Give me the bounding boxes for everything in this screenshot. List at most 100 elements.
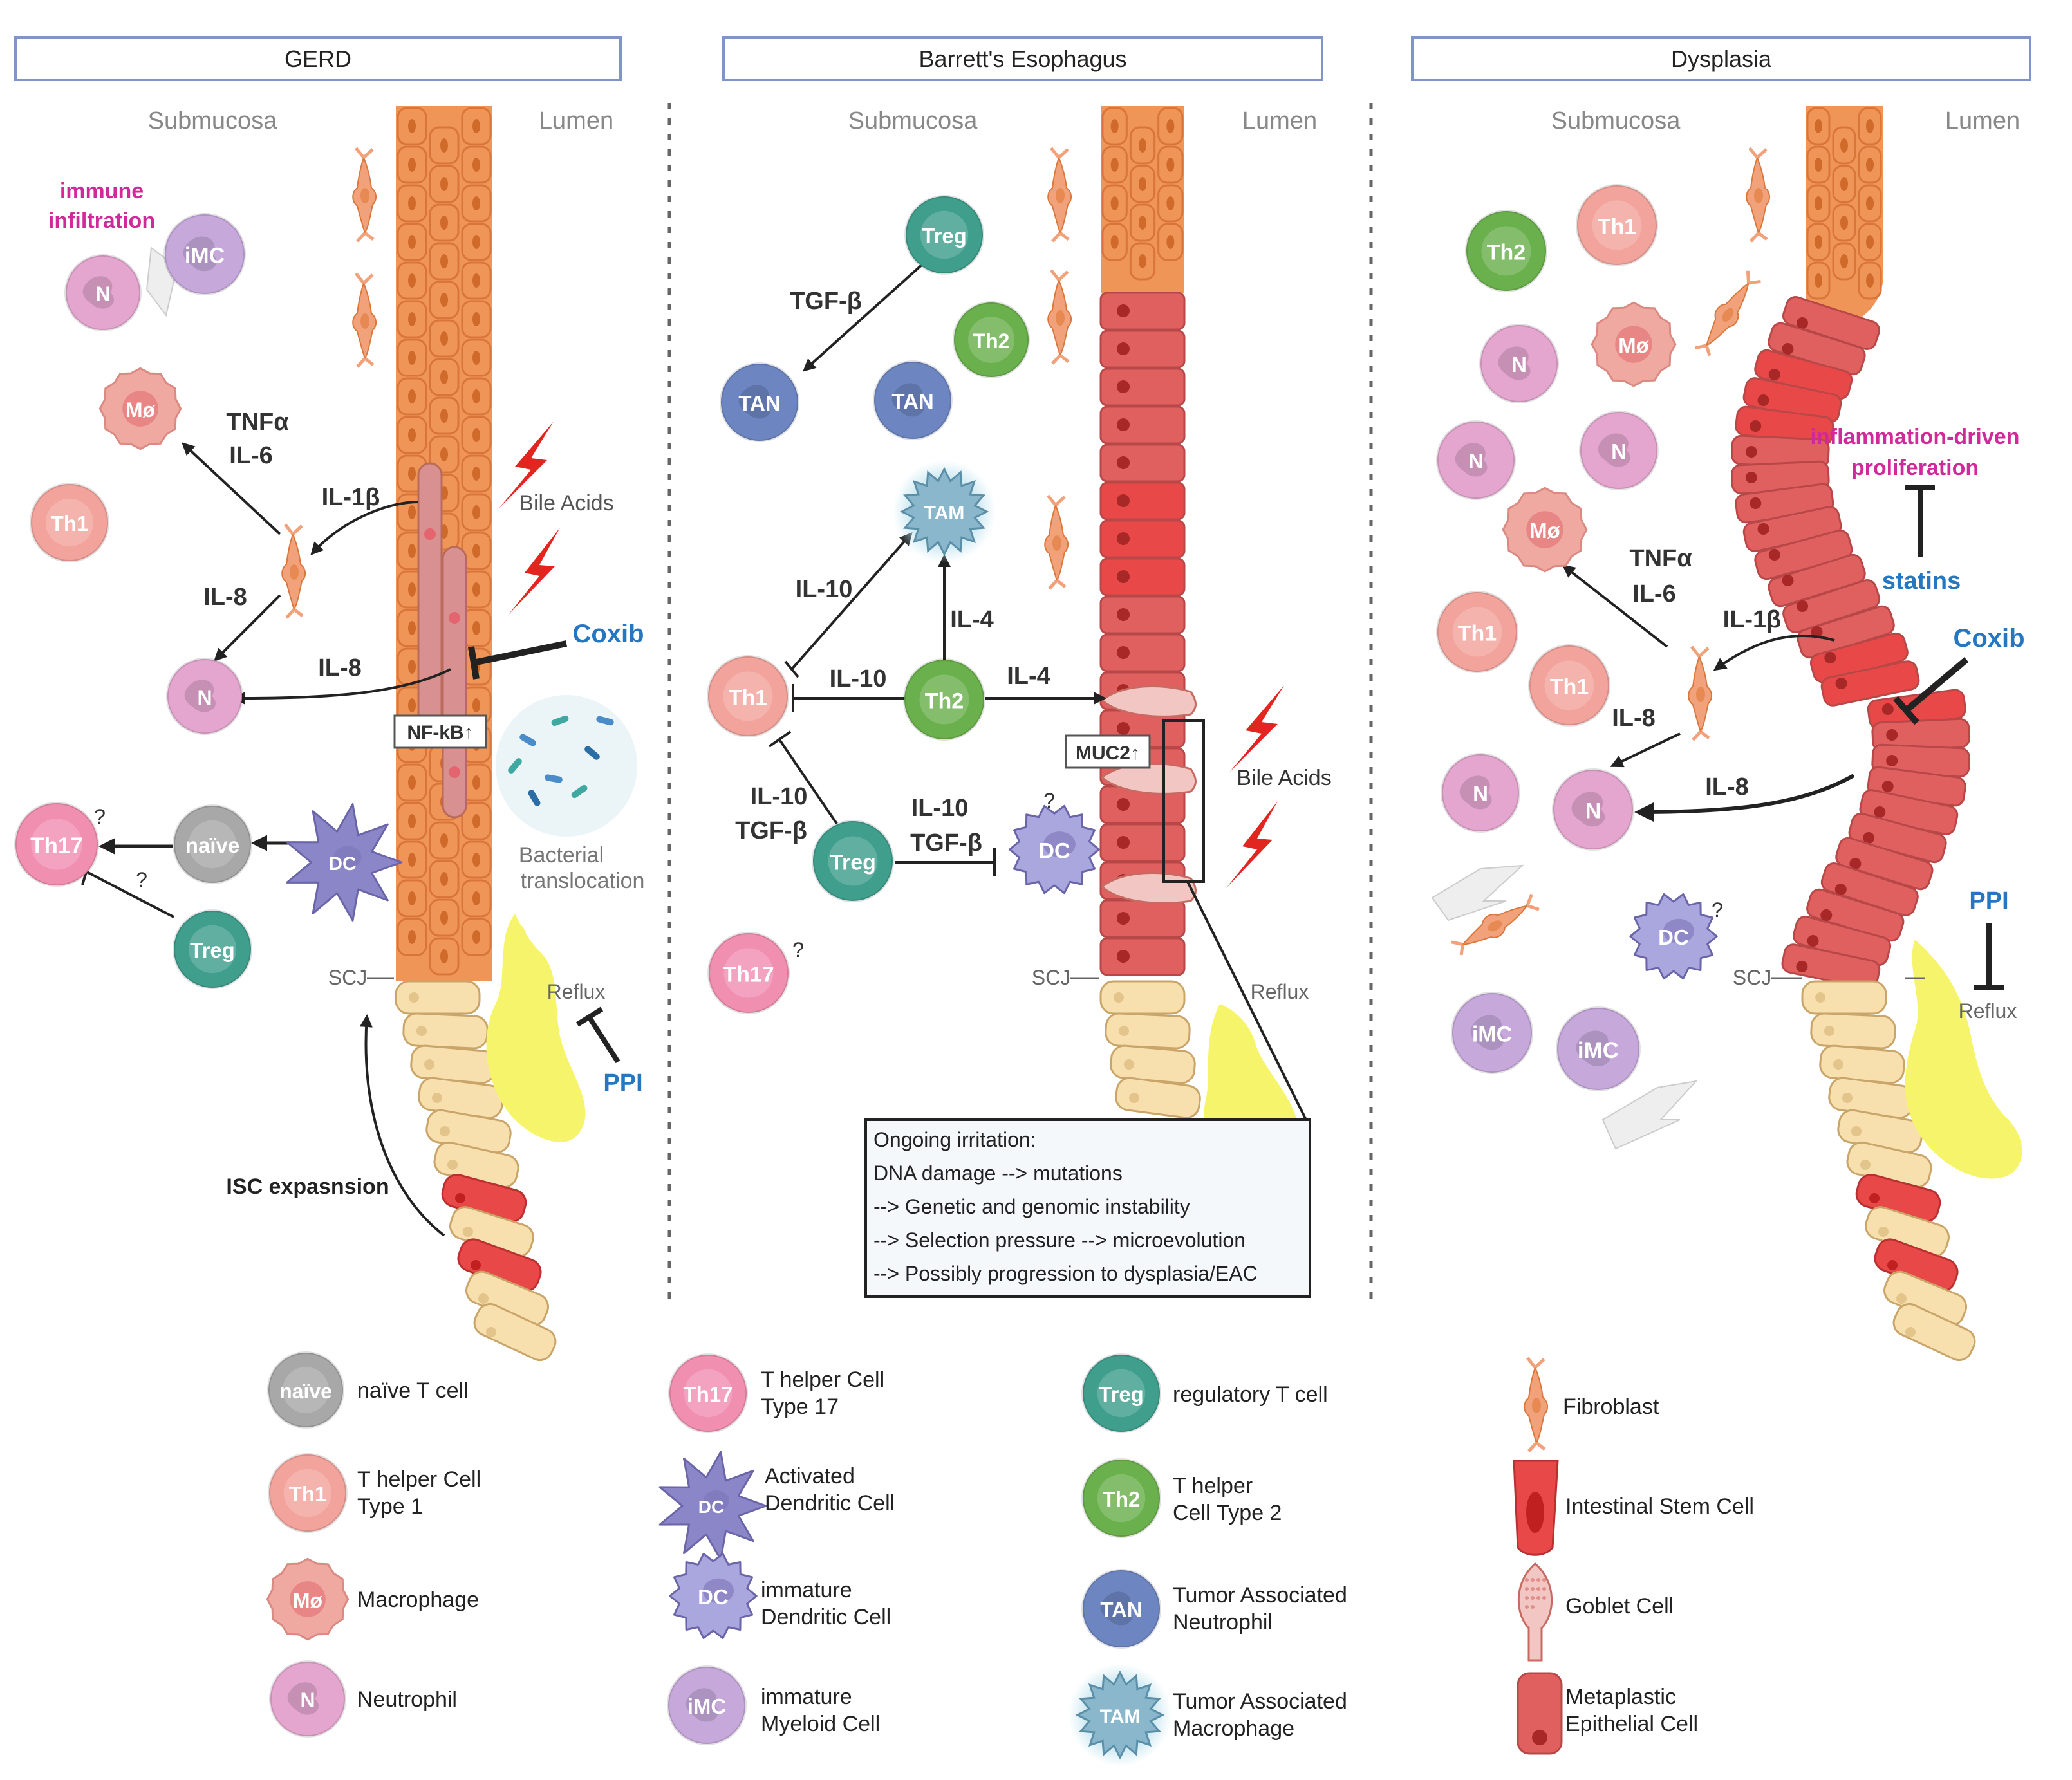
barrett-il4-b: IL-4 [1007, 663, 1050, 690]
dysplasia-th1-3: Th1 [1528, 644, 1610, 727]
gerd-title-box [14, 36, 622, 81]
svg-text:Mø: Mø [293, 1589, 323, 1612]
svg-text:DC: DC [1038, 839, 1070, 864]
svg-text:naïve: naïve [185, 833, 239, 857]
svg-text:DC: DC [698, 1497, 724, 1517]
gerd-scj-label: SCJ [328, 966, 367, 989]
dysplasia-neutrophil-4: N [1441, 753, 1520, 833]
svg-text:DC: DC [1658, 925, 1689, 949]
dysplasia-fibroblast-center [1688, 647, 1712, 740]
gerd-il8-a: IL-8 [203, 584, 247, 611]
barrett-info-box [864, 1118, 1311, 1298]
info-line: --> Genetic and genomic instability [873, 1195, 1190, 1218]
svg-text:TAM: TAM [1100, 1706, 1141, 1727]
barrett-q2: ? [792, 938, 804, 961]
barrett-tan-1: TAN [720, 362, 799, 442]
svg-text:N: N [300, 1689, 315, 1712]
dysplasia-epithelium [1731, 296, 1971, 990]
legend-macrophage-label: Macrophage [357, 1588, 479, 1612]
gerd-reflux-label: Reflux [547, 980, 606, 1003]
panel-headers: GERD Barrett's Esophagus Dysplasia [14, 36, 2031, 81]
barrett-fibroblast-1 [1048, 148, 1071, 241]
dysplasia-fibroblast-2 [1692, 269, 1764, 358]
svg-text:DC: DC [328, 853, 356, 875]
gerd-treg: Treg [173, 909, 252, 989]
barrett-tam: TAM [893, 460, 996, 563]
dysplasia-submucosa-label: Submucosa [1551, 107, 1681, 134]
dysplasia-neutrophil-1: N [1479, 324, 1559, 403]
dysplasia-basal-layer [1801, 980, 1976, 1362]
svg-text:DC: DC [698, 1585, 729, 1609]
legend-imc-icon: iMC [667, 1665, 747, 1745]
gerd-neutrophil-2: N [166, 658, 243, 735]
gerd-neutrophil-1: N [64, 254, 142, 331]
gerd-th17: Th17 [14, 802, 99, 887]
dysplasia-imc-1: iMC [1451, 992, 1533, 1074]
barrett-fibroblast-3 [1045, 496, 1068, 589]
barrett-scj-label: SCJ [1032, 966, 1070, 989]
barrett-il10-a: IL-10 [796, 576, 853, 603]
barrett-title-box [722, 36, 1323, 81]
info-line: --> Selection pressure --> microevolutio… [873, 1228, 1246, 1252]
gerd-th1: Th1 [30, 483, 109, 562]
svg-text:Mø: Mø [126, 398, 156, 422]
gerd-il6: IL-6 [229, 442, 273, 469]
dysplasia-macrophage-2: Mø [1502, 487, 1588, 573]
svg-text:iMC: iMC [1472, 1023, 1512, 1047]
barrett-th2-2: Th2 [903, 658, 985, 741]
gerd-bacteria [496, 695, 637, 837]
gerd-submucosa-label: Submucosa [148, 107, 278, 134]
svg-text:Mø: Mø [1529, 519, 1560, 542]
legend-fibroblast-icon [1524, 1358, 1547, 1451]
svg-text:TAN: TAN [1100, 1598, 1142, 1622]
svg-text:iMC: iMC [1578, 1038, 1619, 1063]
dysplasia-il8-a: IL-8 [1612, 705, 1656, 732]
dysplasia-statins: statins [1882, 568, 1961, 595]
svg-text:N: N [1511, 353, 1527, 376]
barrett-info-lines: Ongoing irritation: DNA damage --> mutati… [873, 1128, 1258, 1285]
svg-text:Treg: Treg [190, 938, 235, 962]
gerd-nfkb: NF-kB↑ [407, 722, 473, 743]
info-line: Ongoing irritation: [873, 1128, 1036, 1151]
barrett-lumen-label: Lumen [1242, 107, 1317, 134]
barrett-il10-b: IL-10 [830, 665, 887, 692]
barrett-panel: Submucosa Lumen SCJ Reflux MUC2↑ Bile Ac… [735, 106, 1332, 1298]
gerd-bile-acids: Bile Acids [519, 491, 613, 515]
legend-macrophage-icon: Mø [266, 1557, 350, 1641]
barrett-squamous-top [1101, 106, 1184, 293]
svg-text:Th2: Th2 [973, 329, 1010, 353]
gerd-ppi-label: PPI [603, 1070, 642, 1097]
svg-text:TAN: TAN [738, 391, 780, 415]
dysplasia-title-box [1411, 36, 2031, 81]
barrett-lightning-1 [1229, 685, 1284, 772]
dysplasia-il1b: IL-1β [1723, 606, 1782, 633]
svg-text:Th2: Th2 [1103, 1487, 1141, 1511]
svg-text:Th1: Th1 [729, 686, 767, 710]
gerd-reflux [486, 914, 586, 1142]
dysplasia-fibroblast-1 [1746, 148, 1769, 241]
legend-goblet-label: Goblet Cell [1565, 1594, 1674, 1618]
gerd-squamous-epithelium [396, 106, 492, 981]
svg-text:Th17: Th17 [723, 963, 774, 987]
barrett-tgfb-3: TGF-β [910, 830, 982, 857]
dysplasia-il6: IL-6 [1632, 580, 1676, 607]
svg-text:Treg: Treg [922, 224, 967, 248]
barrett-basal-layer [1099, 980, 1201, 1119]
gerd-macrophage: Mø [98, 367, 182, 450]
dysplasia-imc-2: iMC [1556, 1006, 1641, 1091]
info-line: DNA damage --> mutations [873, 1162, 1123, 1185]
dysplasia-squamous-top [1806, 106, 1883, 322]
legend-th17-icon: Th17 [668, 1353, 748, 1433]
barrett-treg-1: Treg [904, 195, 984, 275]
svg-text:Th2: Th2 [925, 689, 964, 714]
barrett-submucosa-label: Submucosa [848, 107, 978, 134]
